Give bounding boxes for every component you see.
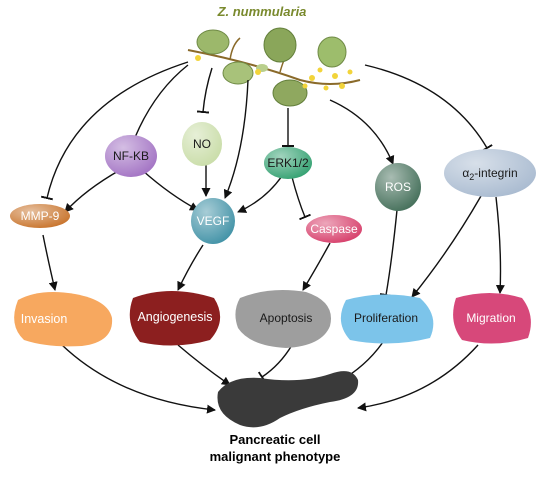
plant-leaves-icon (187, 27, 361, 107)
plant-name: Z. nummularia (217, 4, 307, 19)
node-no-label: NO (193, 137, 211, 151)
outcome-invasion-label: Invasion (21, 312, 68, 326)
edges (40, 61, 505, 414)
caption-line-2: malignant phenotype (210, 449, 341, 464)
outcome-proliferation: Proliferation (340, 294, 434, 344)
outcome-proliferation-label: Proliferation (354, 311, 418, 325)
node-integrin-label: α2-integrin (462, 166, 517, 182)
node-erk-label: ERK1/2 (267, 156, 309, 170)
node-no: NO (182, 122, 222, 166)
node-nfkb: NF-KB (105, 135, 157, 177)
caption-line-1: Pancreatic cell (229, 432, 320, 447)
outcome-apoptosis: Apoptosis (235, 290, 331, 348)
outcome-angiogenesis: Angiogenesis (129, 291, 221, 346)
node-erk: ERK1/2 (264, 147, 312, 179)
node-caspase: Caspase (306, 215, 362, 243)
node-vegf: VEGF (191, 198, 235, 244)
outcome-angiogenesis-label: Angiogenesis (137, 310, 212, 324)
node-caspase-label: Caspase (310, 222, 358, 236)
outcome-migration: Migration (453, 293, 531, 344)
pancreas-icon (217, 371, 359, 428)
node-ros: ROS (375, 163, 421, 211)
node-nfkb-label: NF-KB (113, 149, 149, 163)
node-ros-label: ROS (385, 180, 411, 194)
node-vegf-label: VEGF (197, 214, 230, 228)
outcome-apoptosis-label: Apoptosis (260, 311, 313, 325)
outcome-invasion: Invasion (14, 292, 113, 347)
node-mmp9: MMP-9 (10, 204, 70, 228)
outcome-migration-label: Migration (466, 311, 515, 325)
caption: Pancreatic cell malignant phenotype (210, 432, 341, 464)
node-integrin: α2-integrin (444, 149, 536, 197)
node-mmp9-label: MMP-9 (21, 209, 60, 223)
